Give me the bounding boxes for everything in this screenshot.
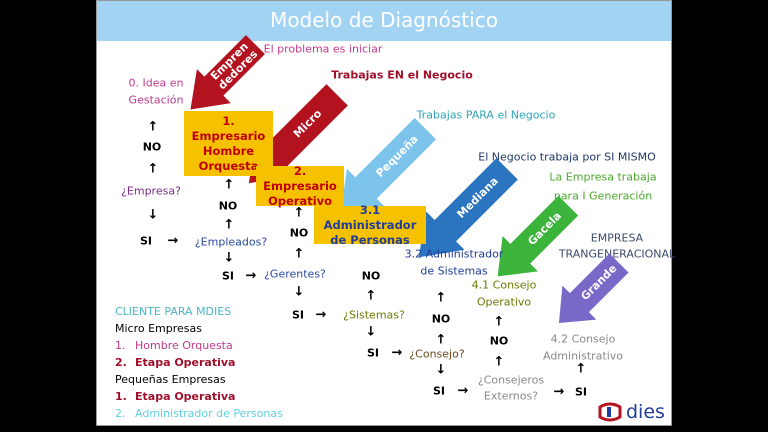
stage-2-box: 2. Empresario Operativo [256, 164, 344, 208]
arrow-up-icon: ↑ [435, 332, 447, 348]
arrow-right-icon: → [391, 345, 403, 361]
header-generacion-1: La Empresa trabaja [549, 170, 657, 184]
stage-0-1: 0. Idea en [128, 76, 184, 90]
si-label: SI [574, 385, 588, 399]
arrow-up-icon: ↑ [365, 288, 377, 304]
stage-31-box: 3.1 Administrador de Personas [314, 203, 426, 247]
arrow-up-icon: ↑ [493, 314, 505, 330]
list-num: 2. [115, 407, 126, 420]
no-label: NO [289, 226, 309, 240]
arrow-down-icon: ↓ [293, 284, 305, 300]
no-label: NO [142, 140, 162, 154]
stage-42-2: Administrativo [542, 349, 624, 363]
list-item: 1. Hombre Orquesta [115, 337, 283, 354]
question-sistemas: ¿Sistemas? [343, 308, 405, 322]
arrow-up-icon: ↑ [223, 177, 235, 193]
stage-32-1: 3.2 Administrador [404, 247, 504, 261]
no-label: NO [361, 269, 381, 283]
si-label: SI [221, 269, 235, 283]
header-si-mismo: El Negocio trabaja por SI MISMO [478, 150, 656, 164]
stage-41-1: 4.1 Consejo [471, 278, 537, 292]
header-en-negocio: Trabajas EN el Negocio [331, 68, 473, 82]
arrow-pequena: Pequeña [321, 109, 444, 232]
question-consejeros-2: Externos? [483, 389, 539, 403]
list-item: 2. Administrador de Personas [115, 405, 283, 422]
arrow-up-icon: ↑ [435, 290, 447, 306]
list-heading: CLIENTE PARA MDIES [115, 305, 232, 318]
list-num: 1. [115, 339, 126, 352]
si-label: SI [291, 308, 305, 322]
arrow-up-icon: ↑ [493, 354, 505, 370]
arrow-gacela: Gacela [480, 188, 586, 294]
si-label: SI [139, 234, 153, 248]
logo-text: dies [626, 401, 665, 423]
question-gerentes: ¿Gerentes? [264, 267, 326, 281]
arrow-down-icon: ↓ [147, 207, 159, 223]
stage-32-2: de Sistemas [420, 264, 488, 278]
arrow-micro: Micro [230, 76, 357, 203]
header-para-negocio: Trabajas PARA el Negocio [416, 108, 556, 122]
header-trans-1: EMPRESA [590, 231, 644, 245]
arrow-up-icon: ↑ [147, 161, 159, 177]
client-list: CLIENTE PARA MDIES Micro Empresas 1. Homb… [115, 303, 283, 422]
question-empleados: ¿Empleados? [194, 235, 268, 249]
si-label: SI [366, 346, 380, 360]
list-label: Etapa Operativa [135, 390, 236, 403]
list-label: Etapa Operativa [135, 356, 236, 369]
arrow-right-icon: → [245, 268, 257, 284]
header-problema: El problema es iniciar [263, 42, 383, 56]
stage-42-1: 4.2 Consejo [550, 332, 616, 346]
no-label: NO [218, 199, 238, 213]
header-trans-2: TRANGENERACIONAL [558, 247, 676, 261]
stage-1-box: 1. Empresario Hombre Orquesta [184, 111, 273, 176]
question-empresa: ¿Empresa? [121, 184, 181, 198]
list-pequenas: Pequeñas Empresas [115, 373, 226, 386]
list-item: 1. Etapa Operativa [115, 388, 283, 405]
arrow-up-icon: ↑ [575, 361, 587, 377]
arrow-mediana: Mediana [400, 150, 527, 277]
arrow-up-icon: ↑ [293, 246, 305, 262]
list-label: Hombre Orquesta [135, 339, 233, 352]
arrow-up-icon: ↑ [293, 205, 305, 221]
list-label: Administrador de Personas [135, 407, 283, 420]
slide-title: Modelo de Diagnóstico [97, 1, 671, 41]
arrow-down-icon: ↓ [223, 250, 235, 266]
stage-0-2: Gestación [128, 93, 184, 107]
list-item: 2. Etapa Operativa [115, 354, 283, 371]
dies-logo: dies [597, 401, 665, 423]
arrow-emprendedores: Empren dedores [174, 28, 273, 127]
no-label: NO [431, 312, 451, 326]
arrow-up-icon: ↑ [147, 119, 159, 135]
header-generacion-2: para I Generación [553, 189, 653, 203]
arrow-right-icon: → [457, 383, 469, 399]
list-num: 1. [115, 390, 127, 403]
list-num: 2. [115, 356, 127, 369]
arrow-down-icon: ↓ [435, 362, 447, 378]
arrow-right-icon: → [315, 307, 327, 323]
list-micro: Micro Empresas [115, 322, 203, 335]
dies-logo-icon [598, 402, 622, 422]
question-consejeros-1: ¿Consejeros [477, 373, 545, 387]
slide: Modelo de Diagnóstico El problema es ini… [96, 0, 676, 426]
arrow-grande: Grande [542, 246, 636, 340]
question-consejo: ¿Consejo? [409, 347, 465, 361]
stage-41-2: Operativo [476, 295, 532, 309]
arrow-up-icon: ↑ [223, 217, 235, 233]
arrow-right-icon: → [553, 384, 565, 400]
arrow-down-icon: ↓ [365, 324, 377, 340]
no-label: NO [489, 334, 509, 348]
arrow-right-icon: → [167, 233, 179, 249]
si-label: SI [432, 384, 446, 398]
